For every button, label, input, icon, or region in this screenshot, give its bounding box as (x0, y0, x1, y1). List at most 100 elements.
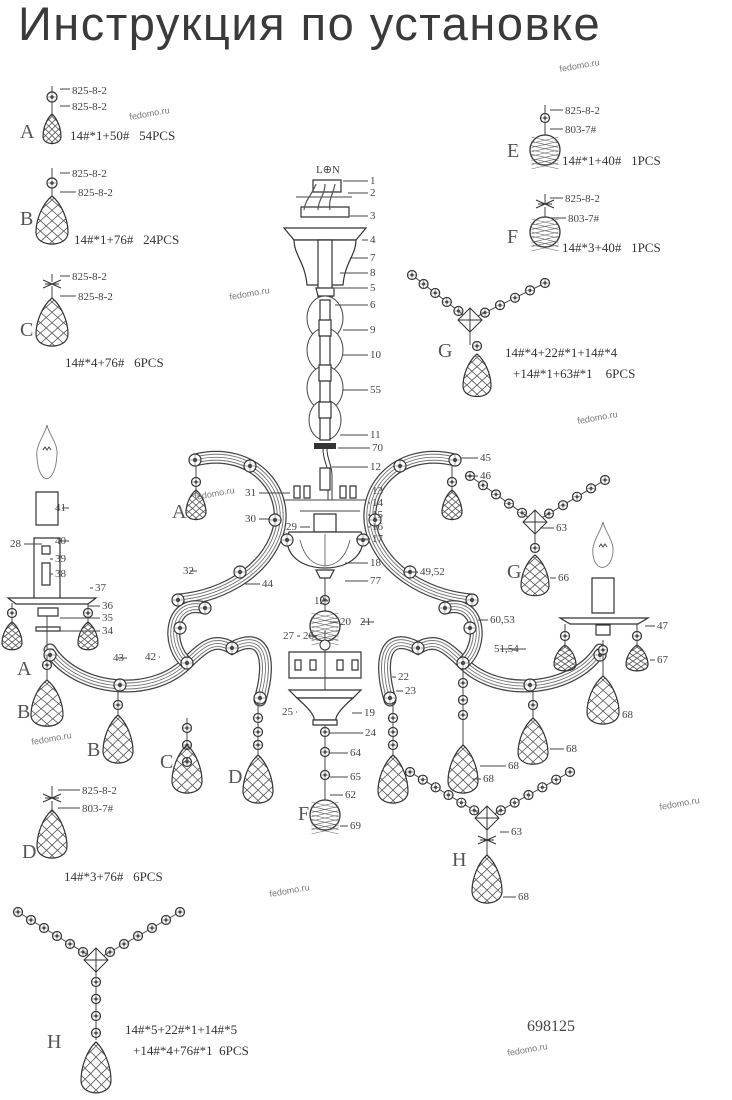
watermark: fedomo.ru (229, 285, 271, 302)
facet-line (463, 409, 491, 434)
ball-facet (311, 827, 339, 835)
facet-line (36, 258, 68, 287)
facet-line (186, 522, 206, 540)
octagon-bead (252, 726, 264, 738)
bobeche-cup (37, 607, 59, 617)
facet-line (81, 1074, 111, 1093)
facet-line (442, 528, 462, 546)
candle-sleeve (591, 577, 615, 614)
octagon-bead (559, 630, 571, 642)
part-callout: 32 (183, 565, 194, 577)
part-code: 825-8-2 (78, 187, 113, 199)
octagon-bead (564, 766, 576, 778)
facet-line (186, 528, 206, 546)
crystal-outline (377, 754, 409, 804)
detail-spec-g-line2: +14#*1+63#*1 6PCS (513, 366, 635, 381)
octagon-bead (463, 621, 477, 635)
crystal-outline (520, 554, 550, 597)
facet-line (442, 522, 462, 540)
facet-line (463, 409, 491, 434)
facet-line (448, 775, 478, 794)
octagon-bead (585, 483, 597, 494)
part-code: 825-8-2 (72, 85, 107, 97)
octagon-bead (527, 699, 539, 711)
facet-line (521, 608, 549, 632)
curved-arm (378, 636, 607, 707)
octagon-bead (38, 922, 50, 934)
detail-letter-e: E (507, 140, 519, 162)
part-callout: 13 (372, 485, 384, 497)
part-callout: 66 (558, 572, 570, 584)
octagon-bead (456, 656, 470, 670)
octagon-bead (393, 459, 407, 473)
part-callout: 20 (340, 616, 352, 628)
part-callout: 43 (113, 652, 125, 664)
diagram-letter: C (160, 751, 173, 773)
facet-line (243, 817, 273, 846)
octagon-bead (387, 726, 399, 738)
facet-line (186, 522, 206, 540)
facet-line (472, 907, 502, 936)
facet-line (442, 508, 462, 520)
octagon-bead (457, 694, 469, 706)
octagon-bead (456, 797, 467, 808)
diagram-letter: A (17, 658, 32, 680)
octagon-bead (43, 648, 57, 662)
crystal-outline (517, 717, 549, 765)
octagon-bead (6, 607, 18, 619)
part-callout: 42 (145, 651, 156, 663)
chain-link-holder (318, 401, 332, 419)
crystal-ball (309, 799, 341, 835)
part-callout: 26 (303, 630, 315, 642)
diagram-letter: D (228, 766, 242, 788)
bobeche-ring (35, 626, 61, 632)
part-callout: 38 (55, 568, 67, 580)
facet-line (472, 885, 502, 904)
ball-outline (529, 216, 561, 248)
octagon-bead (90, 1027, 102, 1039)
facet-line (37, 840, 67, 859)
octagon-bead (252, 712, 264, 724)
part-code: 825-8-2 (78, 291, 113, 303)
part-callout: 7 (370, 252, 376, 264)
facet-line (103, 735, 133, 764)
octagon-bead (132, 930, 144, 942)
facet-line (521, 599, 549, 623)
part-callout: 19 (364, 707, 376, 719)
bulb-filament (598, 543, 608, 548)
pyramid-connector (457, 307, 483, 333)
facet-line (378, 807, 408, 836)
octagon-bead (457, 709, 469, 721)
part-callout: 24 (365, 727, 377, 739)
part-callout: 5 (370, 282, 376, 294)
part-callout: 63 (556, 522, 568, 534)
part-callout: 12 (370, 461, 381, 473)
crystal-outline (447, 744, 479, 794)
crystal-outline (1, 621, 23, 651)
candle-sleeve (35, 491, 59, 526)
crystal-outline (36, 809, 68, 859)
screw-terminal (349, 485, 357, 499)
facet-line (243, 807, 273, 836)
watermark: fedomo.ru (559, 57, 601, 74)
part-callout: 28 (10, 538, 22, 550)
octagon-bead (253, 691, 267, 705)
detail-letter-b: B (20, 208, 33, 230)
holder-screw (41, 545, 51, 555)
facet-line (37, 872, 67, 901)
facet-line (36, 350, 68, 379)
octagon-bead (537, 782, 548, 793)
facet-line (518, 747, 548, 765)
facet-line (626, 679, 648, 694)
octagon-bead (631, 630, 643, 642)
facet-line (103, 745, 133, 764)
octagon-bead (387, 739, 399, 751)
octagon-bead (387, 712, 399, 724)
facet-line (518, 737, 548, 765)
facet-line (172, 765, 202, 794)
octagon-bead (118, 938, 130, 950)
octagon-bead (465, 593, 479, 607)
facet-line (587, 738, 619, 767)
facet-line (587, 738, 619, 767)
facet-line (172, 807, 202, 836)
